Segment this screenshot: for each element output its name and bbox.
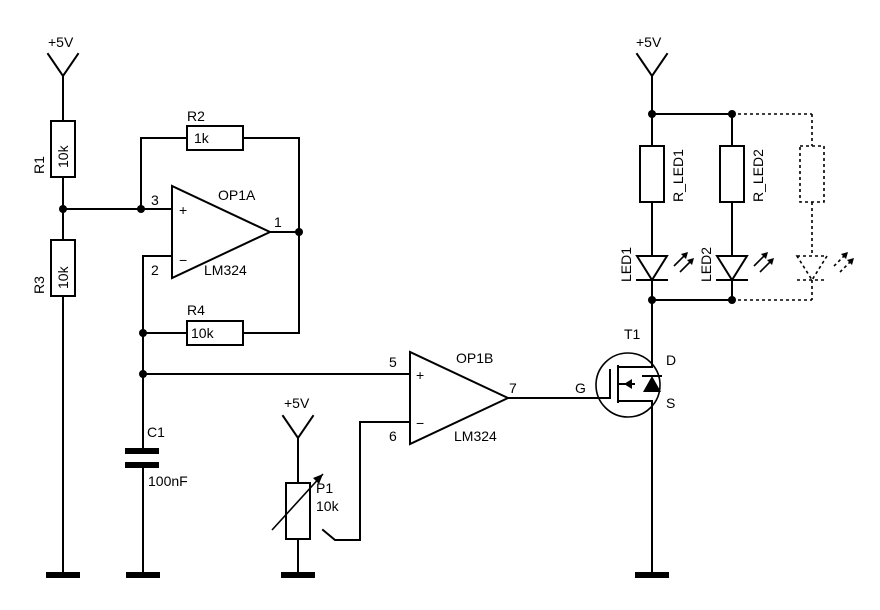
op1a-pin-plus: 3: [151, 192, 159, 208]
mosfet-t1: T1 G D S: [575, 326, 676, 418]
r3-value: 10k: [55, 265, 71, 289]
resistor-r-led1: R_LED1: [639, 145, 686, 203]
op1a-pin-minus: 2: [151, 262, 159, 278]
resistor-r3: R3 10k: [31, 239, 76, 297]
supply-right-label: +5V: [636, 34, 662, 50]
led-optional: [795, 255, 829, 282]
led1-label: LED1: [618, 247, 634, 282]
junction-top-1: [648, 110, 656, 118]
t1-name: T1: [624, 326, 641, 342]
resistor-optional: [799, 145, 825, 203]
led2-label: LED2: [698, 247, 714, 282]
junction-bottom-2: [728, 296, 736, 304]
op1a-part: LM324: [204, 262, 247, 278]
supply-pot-label: +5V: [284, 395, 310, 411]
junction-bottom-1: [648, 296, 656, 304]
r3-name: R3: [31, 276, 47, 294]
r1-value: 10k: [55, 144, 71, 168]
r-led1-name: R_LED1: [670, 149, 686, 202]
r2-value: 1k: [194, 130, 210, 146]
supply-pot-arrow: [281, 414, 315, 440]
r-led2-name: R_LED2: [750, 149, 766, 202]
ground-mosfet: [635, 572, 669, 578]
op1a-plus-sign: +: [179, 202, 187, 218]
op1a-name: OP1A: [218, 187, 256, 203]
r2-name: R2: [187, 108, 205, 124]
op1b-plus-sign: +: [416, 367, 424, 383]
ground-pot: [281, 572, 315, 578]
supply-left-arrow: [46, 52, 80, 78]
resistor-r4: R4 10k: [186, 302, 244, 346]
op1b-part: LM324: [454, 428, 497, 444]
capacitor-c1: C1 100nF: [125, 424, 188, 489]
p1-value: 10k: [316, 498, 340, 514]
opamp-op1b: + − OP1B LM324 5 6 7: [389, 350, 517, 446]
resistor-r-led2: R_LED2: [719, 145, 766, 203]
r1-name: R1: [31, 156, 47, 174]
op1b-minus-sign: −: [416, 415, 424, 431]
r4-value: 10k: [191, 325, 215, 341]
supply-right: +5V: [635, 34, 669, 78]
op1b-pin-plus: 5: [389, 354, 397, 370]
led-2: LED2: [698, 247, 774, 282]
op1a-pin-out: 1: [274, 214, 282, 230]
c1-name: C1: [147, 424, 165, 440]
optional-led-branch: [732, 114, 854, 301]
potentiometer-p1: P1 10k: [271, 473, 340, 540]
wire-wiper-op1b-minus: [321, 421, 411, 541]
supply-left-label: +5V: [48, 34, 74, 50]
op1a-minus-sign: −: [179, 252, 187, 268]
ground-left: [46, 572, 80, 578]
resistor-r2: R2 1k: [186, 108, 244, 151]
r4-name: R4: [187, 302, 205, 318]
op1b-pin-minus: 6: [389, 428, 397, 444]
resistor-r1: R1 10k: [31, 120, 76, 178]
supply-pot: +5V: [281, 395, 315, 440]
supply-left: +5V: [46, 34, 80, 78]
supply-right-arrow: [635, 52, 669, 78]
t1-gate-label: G: [575, 380, 586, 396]
t1-drain-label: D: [666, 352, 676, 368]
op1b-pin-out: 7: [509, 380, 517, 396]
opamp-op1a: + − OP1A LM324 3 2 1: [151, 184, 300, 280]
c1-value: 100nF: [148, 473, 188, 489]
ground-c1: [126, 572, 160, 578]
op1b-name: OP1B: [456, 350, 493, 366]
p1-name: P1: [316, 480, 333, 496]
led-1: LED1: [618, 247, 694, 282]
t1-source-label: S: [666, 395, 675, 411]
